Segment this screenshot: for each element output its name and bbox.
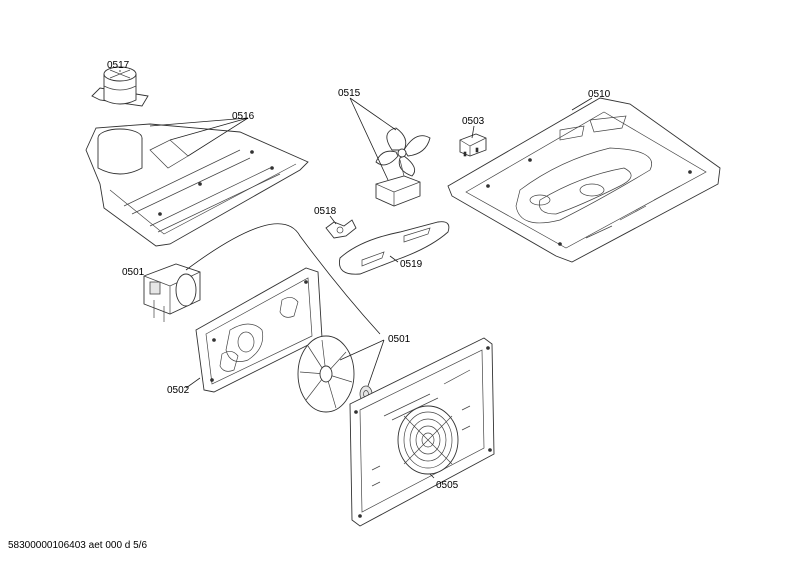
part-0503-switch xyxy=(459,133,487,157)
part-0518-bracket xyxy=(325,219,357,239)
label-0517: 0517 xyxy=(107,60,130,71)
document-id-footer: 58300000106403 aet 000 d 5/6 xyxy=(8,540,148,551)
part-0517-cap xyxy=(91,66,149,107)
label-0501-right: 0501 xyxy=(388,334,411,345)
part-0505-rear-wall xyxy=(349,337,495,527)
leader-lines xyxy=(119,70,593,479)
label-0501-left: 0501 xyxy=(122,267,145,278)
label-0510: 0510 xyxy=(588,89,611,100)
part-0502-mounting-plate xyxy=(195,267,323,393)
label-0503: 0503 xyxy=(462,116,485,127)
label-0505: 0505 xyxy=(436,480,459,491)
part-0515-cooling-fan-motor xyxy=(375,127,431,207)
label-0516: 0516 xyxy=(232,111,255,122)
part-0501-fan-motor xyxy=(143,263,201,322)
part-0510-base-plate xyxy=(447,97,721,263)
part-0519-cover-plate xyxy=(338,221,450,275)
part-0516-top-plate xyxy=(85,123,309,247)
label-0515: 0515 xyxy=(338,88,361,99)
label-0519: 0519 xyxy=(400,259,423,270)
label-0518: 0518 xyxy=(314,206,337,217)
label-0502: 0502 xyxy=(167,385,190,396)
